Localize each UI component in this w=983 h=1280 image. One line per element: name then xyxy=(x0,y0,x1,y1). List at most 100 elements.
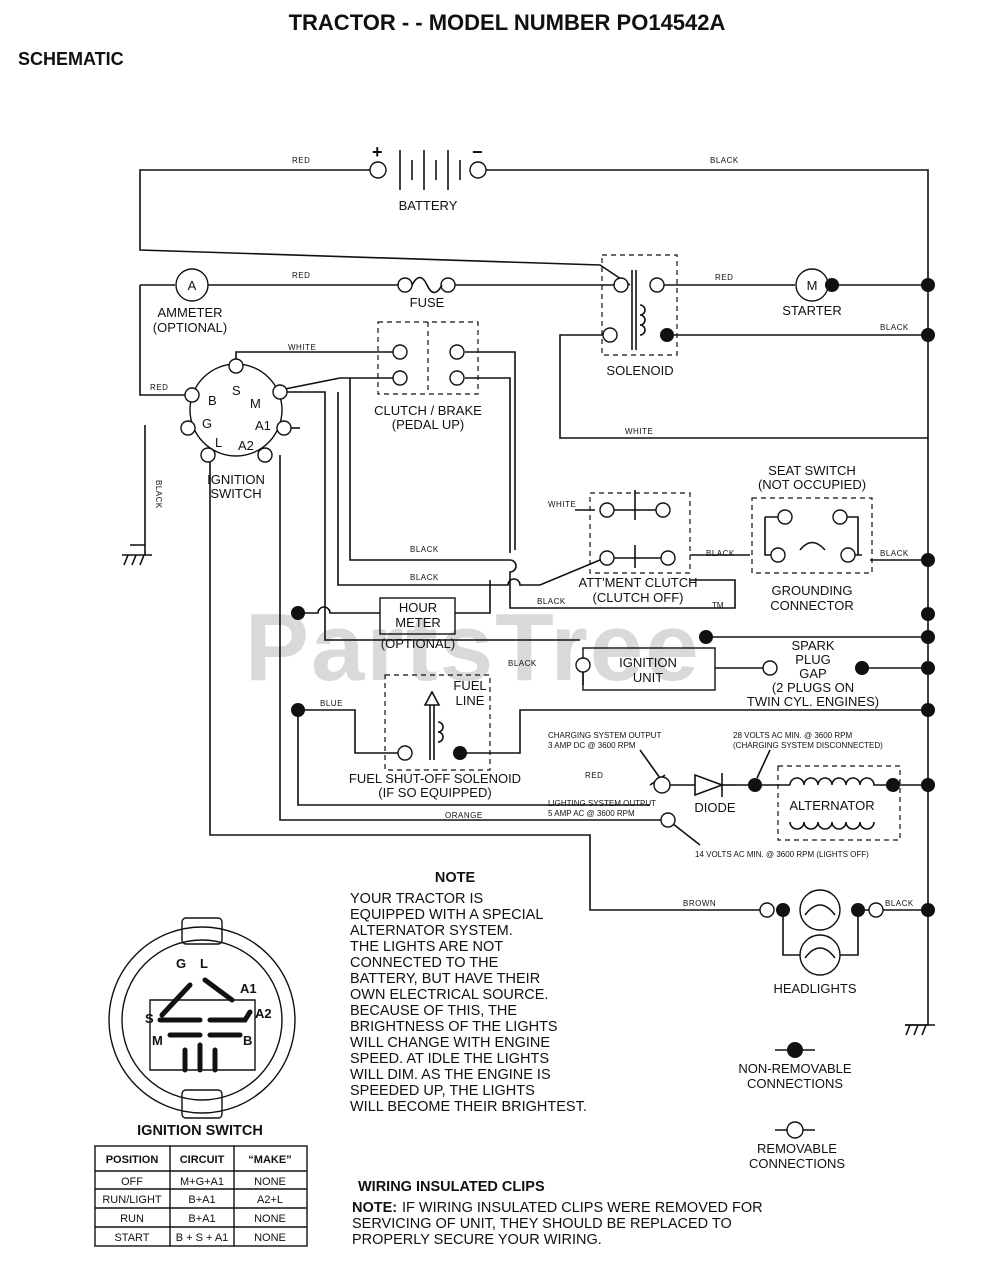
clips-line: PROPERLY SECURE YOUR WIRING. xyxy=(352,1232,602,1248)
ignition-unit-label-2: UNIT xyxy=(633,670,663,685)
wire-label-black: BLACK xyxy=(410,573,439,582)
table-cell: NONE xyxy=(254,1232,286,1244)
battery-positive: + xyxy=(372,142,383,162)
table-header: CIRCUIT xyxy=(180,1154,225,1166)
ignition-switch-detail: G L A1 S A2 M B IGNITION SWITCH xyxy=(108,917,296,1139)
ignition-detail-caption: IGNITION SWITCH xyxy=(137,1123,263,1139)
ground-symbol-left xyxy=(122,545,152,566)
hour-meter: HOUR METER (OPTIONAL) xyxy=(291,597,456,651)
charging-output-label: CHARGING SYSTEM OUTPUT xyxy=(548,731,661,740)
spark-plug-label-3: GAP xyxy=(799,666,826,681)
volts28-label: 28 VOLTS AC MIN. @ 3600 RPM xyxy=(733,731,852,740)
attachment-clutch-switch: ATT'MENT CLUTCH (CLUTCH OFF) xyxy=(579,490,698,605)
wire-label-black: BLACK xyxy=(880,549,909,558)
clips-heading: WIRING INSULATED CLIPS xyxy=(358,1179,545,1195)
note-line: SPEED. AT IDLE THE LIGHTS xyxy=(350,1051,549,1067)
ignition-switch-label: IGNITION xyxy=(207,472,265,487)
table-cell: START xyxy=(114,1232,149,1244)
spark-plug-label: SPARK xyxy=(791,638,834,653)
connection-legend: NON-REMOVABLE CONNECTIONS REMOVABLE CONN… xyxy=(738,1042,852,1171)
fuel-line-label: FUEL xyxy=(453,678,486,693)
attachment-clutch-state: (CLUTCH OFF) xyxy=(593,590,684,605)
table-cell: A2+L xyxy=(257,1194,283,1206)
wires xyxy=(130,169,929,1026)
wire-label-white: WHITE xyxy=(625,427,653,436)
note-line: BATTERY, BUT HAVE THEIR xyxy=(350,971,540,987)
seat-switch: SEAT SWITCH (NOT OCCUPIED) GROUNDING CON… xyxy=(751,463,873,613)
switch-position-table: POSITION CIRCUIT “MAKE” OFF M+G+A1 NONE … xyxy=(94,1145,308,1247)
note-line: SPEEDED UP, THE LIGHTS xyxy=(350,1083,535,1099)
clutch-brake-label: CLUTCH / BRAKE xyxy=(374,403,482,418)
note-line: OWN ELECTRICAL SOURCE. xyxy=(350,987,548,1003)
spark-plug-label-5: TWIN CYL. ENGINES) xyxy=(747,694,879,709)
ignition-switch: S B M G A1 L A2 IGNITION SWITCH xyxy=(180,358,292,501)
diode-label: DIODE xyxy=(694,800,736,815)
terminal-a1: A1 xyxy=(255,418,271,433)
battery-negative: − xyxy=(472,142,483,162)
wire-label-red: RED xyxy=(150,383,168,392)
grounding-connector-label: GROUNDING xyxy=(772,583,853,598)
wire-label-black: BLACK xyxy=(537,597,566,606)
table-cell: B+A1 xyxy=(188,1213,215,1225)
ammeter-symbol: A xyxy=(188,278,197,293)
wire-label-black: BLACK xyxy=(710,156,739,165)
seat-switch-label: SEAT SWITCH xyxy=(768,463,856,478)
table-cell: RUN/LIGHT xyxy=(102,1194,162,1206)
legend-removable: REMOVABLE xyxy=(757,1141,837,1156)
attachment-clutch-label: ATT'MENT CLUTCH xyxy=(579,575,698,590)
legend-removable-2: CONNECTIONS xyxy=(749,1156,845,1171)
spark-plug-label-4: (2 PLUGS ON xyxy=(772,680,854,695)
terminal-s: S xyxy=(232,383,241,398)
terminal-m: M xyxy=(250,396,261,411)
ammeter-optional: (OPTIONAL) xyxy=(153,320,227,335)
pin-a1: A1 xyxy=(240,981,257,996)
pin-a2: A2 xyxy=(255,1006,272,1021)
wire-label-brown: BROWN xyxy=(683,899,716,908)
table-cell: M+G+A1 xyxy=(180,1176,224,1188)
wire-label-red: RED xyxy=(585,771,603,780)
seat-switch-state: (NOT OCCUPIED) xyxy=(758,477,866,492)
page-title: TRACTOR - - MODEL NUMBER PO14542A xyxy=(289,10,726,35)
pin-m: M xyxy=(152,1033,163,1048)
pin-s: S xyxy=(145,1011,154,1026)
table-cell: NONE xyxy=(254,1176,286,1188)
clips-line: SERVICING OF UNIT, THEY SHOULD BE REPLAC… xyxy=(352,1216,732,1232)
wire-label-black: BLACK xyxy=(508,659,537,668)
volts28-note: (CHARGING SYSTEM DISCONNECTED) xyxy=(733,741,883,750)
legend-non-removable-2: CONNECTIONS xyxy=(747,1076,843,1091)
battery: + − BATTERY xyxy=(369,142,487,213)
page-subtitle: SCHEMATIC xyxy=(18,49,124,69)
clips-note-label: NOTE: xyxy=(352,1200,397,1216)
note-line: YOUR TRACTOR IS xyxy=(350,891,483,907)
table-cell: B+A1 xyxy=(188,1194,215,1206)
note-line: CONNECTED TO THE xyxy=(350,955,499,971)
table-cell: OFF xyxy=(121,1176,143,1188)
ground-symbol-right xyxy=(905,1024,935,1036)
legend-non-removable: NON-REMOVABLE xyxy=(738,1061,851,1076)
ignition-unit: IGNITION UNIT xyxy=(575,630,716,691)
spark-plug-gap: SPARK PLUG GAP (2 PLUGS ON TWIN CYL. ENG… xyxy=(747,638,879,709)
terminal-g: G xyxy=(202,416,212,431)
wire-label-white: WHITE xyxy=(288,343,316,352)
note-line: WILL CHANGE WITH ENGINE xyxy=(350,1035,550,1051)
table-header: POSITION xyxy=(106,1154,159,1166)
table-cell: RUN xyxy=(120,1213,144,1225)
wire-label-black: BLACK xyxy=(706,549,735,558)
table-cell: B + S + A1 xyxy=(176,1232,229,1244)
starter-label: STARTER xyxy=(782,303,841,318)
terminal-b: B xyxy=(208,393,217,408)
watermark-trademark: TM xyxy=(712,601,724,610)
charging-system: CHARGING SYSTEM OUTPUT 3 AMP DC @ 3600 R… xyxy=(548,731,901,859)
headlights: HEADLIGHTS xyxy=(759,889,884,996)
clips-line: IF WIRING INSULATED CLIPS WERE REMOVED F… xyxy=(402,1200,763,1216)
charging-output-rating: 3 AMP DC @ 3600 RPM xyxy=(548,741,636,750)
ignition-switch-label-2: SWITCH xyxy=(210,486,261,501)
solenoid: SOLENOID xyxy=(601,254,678,378)
fuel-shutoff-solenoid: FUEL LINE FUEL SHUT-OFF SOLENOID (IF SO … xyxy=(291,674,521,800)
fuse-label: FUSE xyxy=(410,295,445,310)
starter-motor: M STARTER xyxy=(782,268,842,318)
pin-l: L xyxy=(200,956,208,971)
lighting-output-label: LIGHTING SYSTEM OUTPUT xyxy=(548,799,656,808)
wire-label-black: BLACK xyxy=(885,899,914,908)
